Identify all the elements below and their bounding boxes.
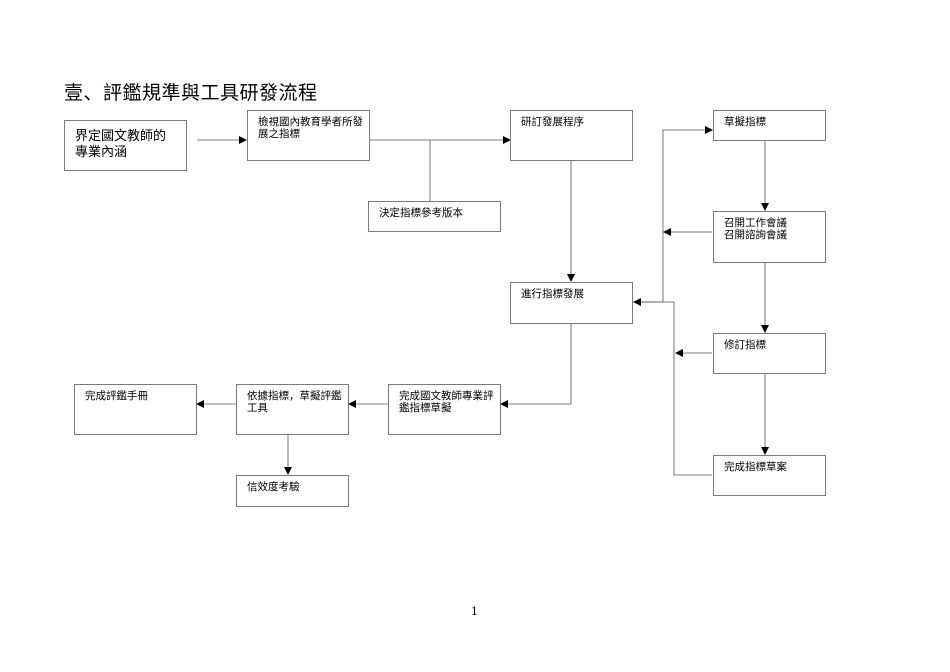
arrow-dev-to-draft — [633, 126, 713, 303]
node-revise-indicators: 修訂指標 — [713, 333, 826, 374]
node-indicator-development: 進行指標發展 — [510, 282, 633, 324]
node-validity-test: 信效度考驗 — [236, 475, 349, 507]
node-review-indicators: 檢視國內教育學者所發展之指標 — [247, 110, 370, 161]
page-title: 壹、評鑑規準與工具研發流程 — [64, 82, 318, 104]
node-complete-indicators: 完成國文教師專業評鑑指標草擬 — [388, 384, 501, 435]
node-develop-procedure: 研訂發展程序 — [510, 110, 633, 161]
node-evaluation-manual: 完成評鑑手冊 — [74, 384, 197, 435]
page-number: 1 — [471, 605, 478, 618]
arrow-final-to-dev — [633, 298, 712, 476]
node-final-draft: 完成指標草案 — [713, 455, 826, 496]
node-meetings: 召開工作會議 召開諮詢會議 — [713, 211, 826, 263]
node-draft-indicators: 草擬指標 — [713, 110, 826, 141]
node-define-expertise: 界定國文教師的 專業內涵 — [64, 120, 187, 171]
arrow-dev-to-complete — [500, 323, 572, 408]
node-decide-version: 決定指標參考版本 — [368, 201, 501, 232]
node-draft-tools: 依據指標，草擬評鑑工具 — [236, 384, 349, 435]
